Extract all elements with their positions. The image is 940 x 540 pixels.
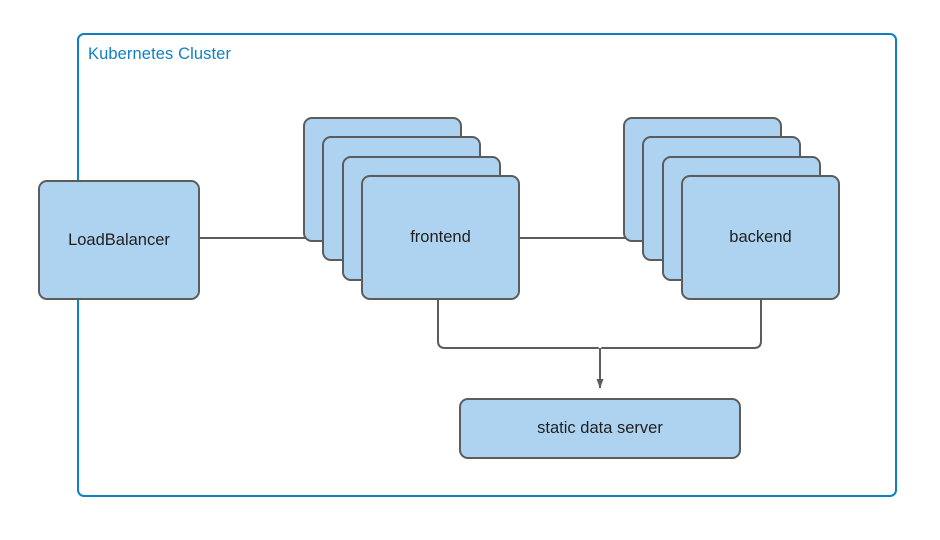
node-backend[interactable]: backend	[623, 117, 859, 300]
node-backend-replica-1[interactable]: backend	[681, 175, 840, 300]
node-loadbalancer-label: LoadBalancer	[68, 230, 170, 249]
node-frontend-replica-1[interactable]: frontend	[361, 175, 520, 300]
node-frontend-label: frontend	[410, 228, 471, 246]
node-backend-label: backend	[729, 228, 792, 246]
node-static-data-server-label: static data server	[537, 419, 663, 437]
node-static-data-server[interactable]: static data server	[459, 398, 741, 459]
node-loadbalancer[interactable]: LoadBalancer	[38, 180, 200, 300]
kubernetes-cluster-label: Kubernetes Cluster	[88, 45, 232, 63]
node-frontend[interactable]: frontend	[303, 117, 539, 300]
